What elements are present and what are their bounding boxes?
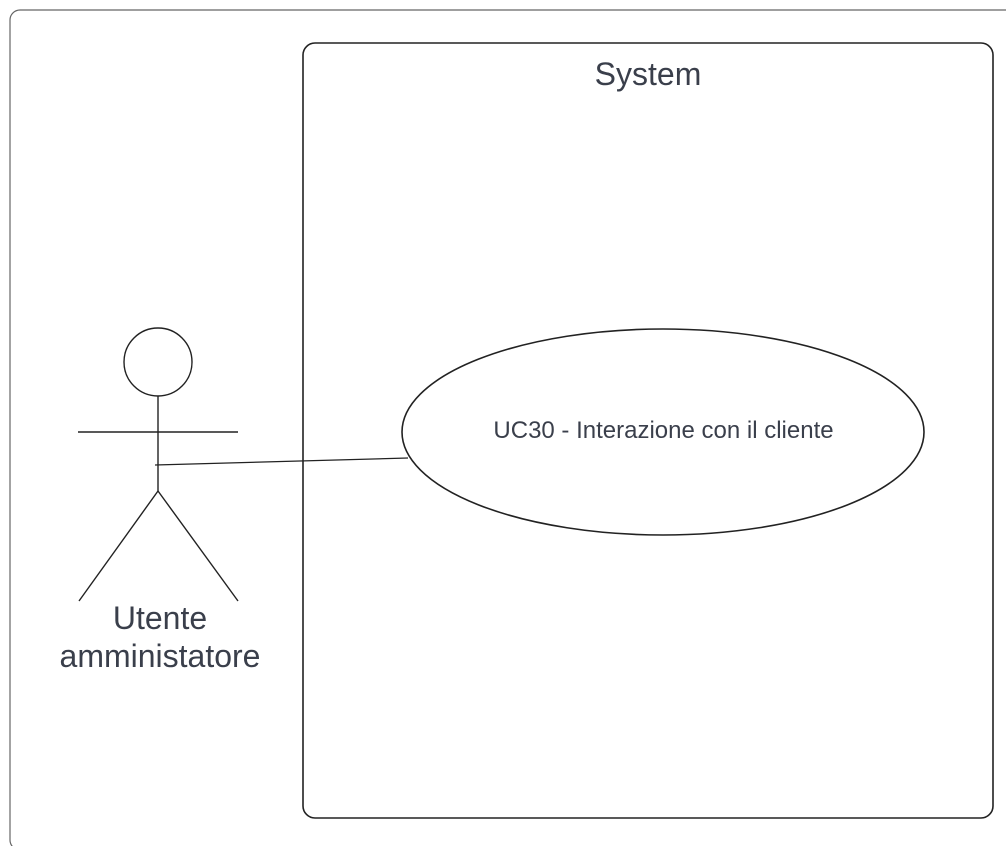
- actor-right-leg: [157, 490, 239, 602]
- actor-left-leg: [78, 490, 159, 602]
- use-case-label: UC30 - Interazione con il cliente: [493, 417, 834, 444]
- actor-figure[interactable]: [78, 327, 239, 602]
- actor-head: [123, 327, 193, 397]
- page-frame: [9, 9, 1006, 846]
- actor-label: Utente amministatore: [20, 599, 300, 675]
- association-line[interactable]: [154, 457, 409, 466]
- actor-label-line1: Utente: [112, 600, 208, 636]
- system-title: System: [594, 56, 702, 92]
- actor-label-line2: amministatore: [59, 638, 261, 674]
- use-case-ellipse[interactable]: [401, 328, 925, 536]
